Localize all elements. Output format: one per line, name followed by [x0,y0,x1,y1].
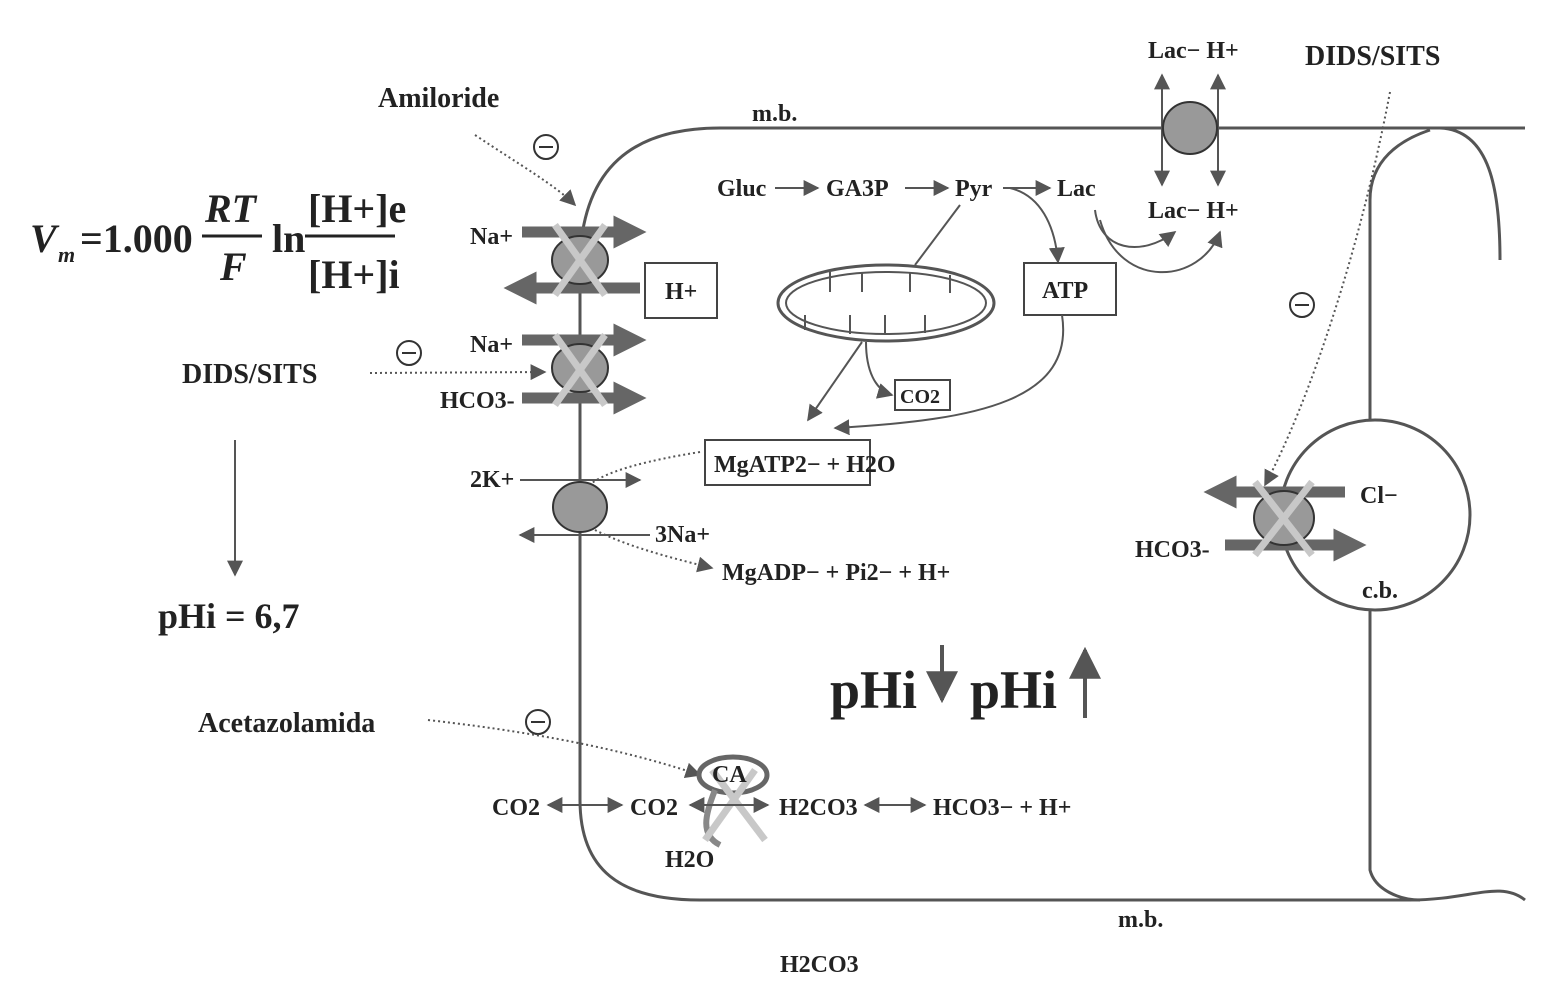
hco3-h-label: HCO3− + H+ [933,795,1071,821]
mb-top-label: m.b. [752,101,797,127]
pyr-label: Pyr [955,176,993,202]
inhibit-icon [396,134,1315,735]
dids-right-inhibit-line [1264,91,1391,487]
eq-lhs-sub: m [58,242,75,267]
amiloride-inhibit-line [474,134,577,207]
nernst-equation: V m =1.000 RT F ln [H+]e [H+]i [30,186,406,297]
mitochondrion [776,263,996,343]
mito-to-co2-arrow [865,341,894,399]
atp-to-mgatp-arrow [833,314,1065,436]
eq-frac-den: F [219,244,247,289]
mgatp-box [704,439,871,486]
mb-bottom-label: m.b. [1118,907,1163,933]
mgadp-label: MgADP− + Pi2− + H+ [722,560,950,586]
cb-label: c.b. [1362,578,1398,604]
co2-out-label: CO2 [492,795,540,821]
co2-box [894,379,951,411]
nbc-hco3-label: HCO3- [440,388,515,414]
gluc-label: Gluc [717,176,767,202]
pyr-to-mito-line [914,204,961,266]
ae-hco3-label: HCO3- [1135,537,1210,563]
phi-up-label: pHi [970,660,1057,720]
dids-sits-right-label: DIDS/SITS [1305,41,1440,72]
ae-cl-label: Cl− [1360,483,1398,509]
na-k-pump [552,481,608,533]
dids-sits-left-label: DIDS/SITS [182,359,317,390]
eq-conc-num: [H+]e [308,186,406,231]
neighbor-membrane-bottom [1368,610,1421,902]
neighbor-membrane-left [1368,128,1431,420]
ca-label: CA [712,762,747,788]
h-efflux-arrow [1099,219,1223,274]
h-box [644,262,718,319]
co2-mito-label: CO2 [900,386,940,408]
cell-membrane-bottom [578,255,1526,902]
mgatp-label: MgATP2− + H2O [714,452,896,478]
ga3p-label: GA3P [826,176,889,202]
eq-ln: ln [272,216,305,261]
eq-coef: =1.000 [80,216,193,261]
eq-lhs-var: V [30,216,60,261]
cell-membrane-right-top [1439,126,1502,261]
nhe-h-label: H+ [665,279,697,305]
phi-value: pHi = 6,7 [158,596,300,636]
mito-to-mgatp-arrow [807,341,863,422]
h2co3-outside-label: H2CO3 [780,952,859,978]
acetazolamida-inhibit-line [427,719,702,779]
lac-efflux-arrow [1094,209,1177,248]
pump-to-adp-line [594,529,714,573]
h2o-label: H2O [665,847,714,873]
mct-bottom-label: Lac− H+ [1148,198,1239,224]
dids-left-inhibit-line [369,364,547,381]
atp-box [1023,262,1117,316]
co2-in-label: CO2 [630,795,678,821]
mct-top-label: Lac− H+ [1148,38,1239,64]
pyr-to-atp-arrow [1009,187,1065,264]
eq-conc-den: [H+]i [308,252,400,297]
acetazolamida-label: Acetazolamida [198,708,375,739]
eq-frac-num: RT [204,186,258,231]
atp-to-pump-line [591,451,701,484]
pump-na-label: 3Na+ [655,522,710,548]
phi-down-label: pHi [830,660,917,720]
nhe-na-label: Na+ [470,224,513,250]
nbc-na-label: Na+ [470,332,513,358]
amiloride-label: Amiloride [378,83,499,114]
atp-label: ATP [1042,278,1088,304]
h2co3-label: H2CO3 [779,795,858,821]
cell-membrane [578,126,1525,256]
lac-label: Lac [1057,176,1096,202]
mct-transporter [1162,101,1218,155]
pump-k-label: 2K+ [470,467,514,493]
